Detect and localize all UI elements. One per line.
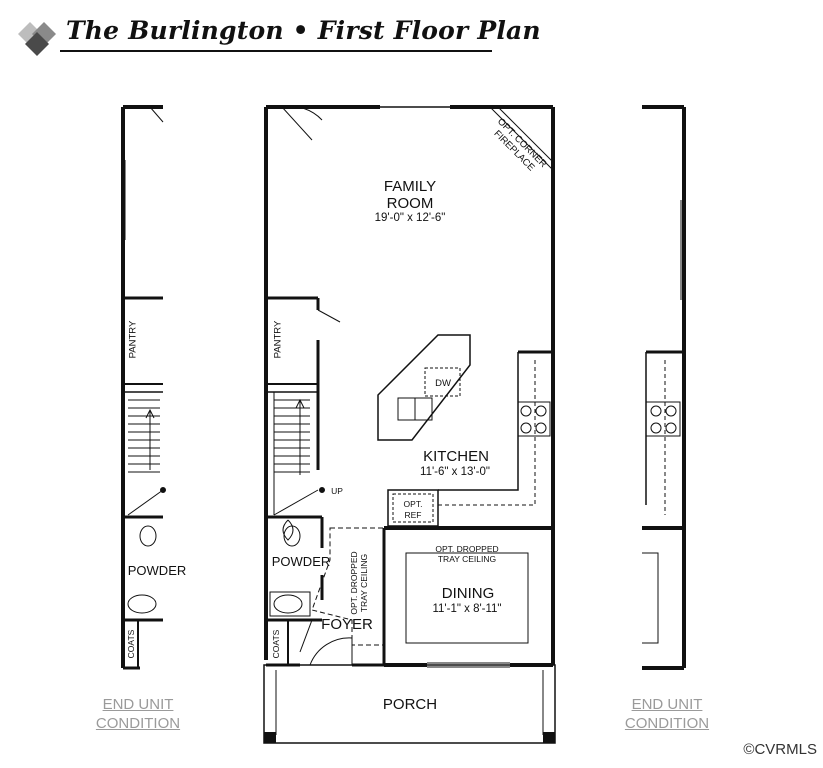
- title-underline: [60, 50, 492, 52]
- kitchen-label: KITCHEN: [423, 448, 489, 465]
- main-unit-walls: [263, 105, 556, 744]
- foyer-ceiling-note: OPT. DROPPED TRAY CEILING: [349, 551, 369, 615]
- pantry-label: PANTRY: [272, 320, 284, 359]
- powder-label: POWDER: [271, 554, 331, 569]
- left-pantry-label: PANTRY: [127, 320, 139, 359]
- coats-label: COATS: [271, 629, 281, 659]
- diamond-logo-icon: [18, 22, 56, 56]
- porch-label: PORCH: [382, 696, 438, 713]
- left-coats-label: COATS: [126, 629, 136, 659]
- left-powder-label: POWDER: [127, 563, 187, 578]
- dining-label: DINING: [441, 585, 495, 602]
- left-end-unit-note: END UNIT CONDITION: [95, 696, 181, 732]
- family-room-dimensions: 19'-0" x 12'-6": [374, 212, 446, 224]
- left-end-unit: [121, 105, 166, 670]
- dining-ceiling-note: OPT. DROPPED TRAY CEILING: [435, 544, 499, 564]
- page-title: The Burlington • First Floor Plan: [66, 16, 541, 45]
- family-room-label: FAMILY ROOM: [383, 178, 437, 212]
- kitchen-dimensions: 11'-6" x 13'-0": [420, 466, 490, 478]
- refrigerator-label: OPT. REF: [403, 499, 423, 520]
- foyer-label: FOYER: [321, 616, 373, 633]
- copyright-watermark: ©CVRMLS: [743, 741, 817, 758]
- dining-dimensions: 11'-1" x 8'-11": [432, 603, 502, 615]
- dishwasher-label: DW: [435, 378, 451, 389]
- right-end-unit-note: END UNIT CONDITION: [624, 696, 710, 732]
- stairs-up-label: UP: [331, 486, 343, 496]
- right-end-unit: [642, 105, 686, 670]
